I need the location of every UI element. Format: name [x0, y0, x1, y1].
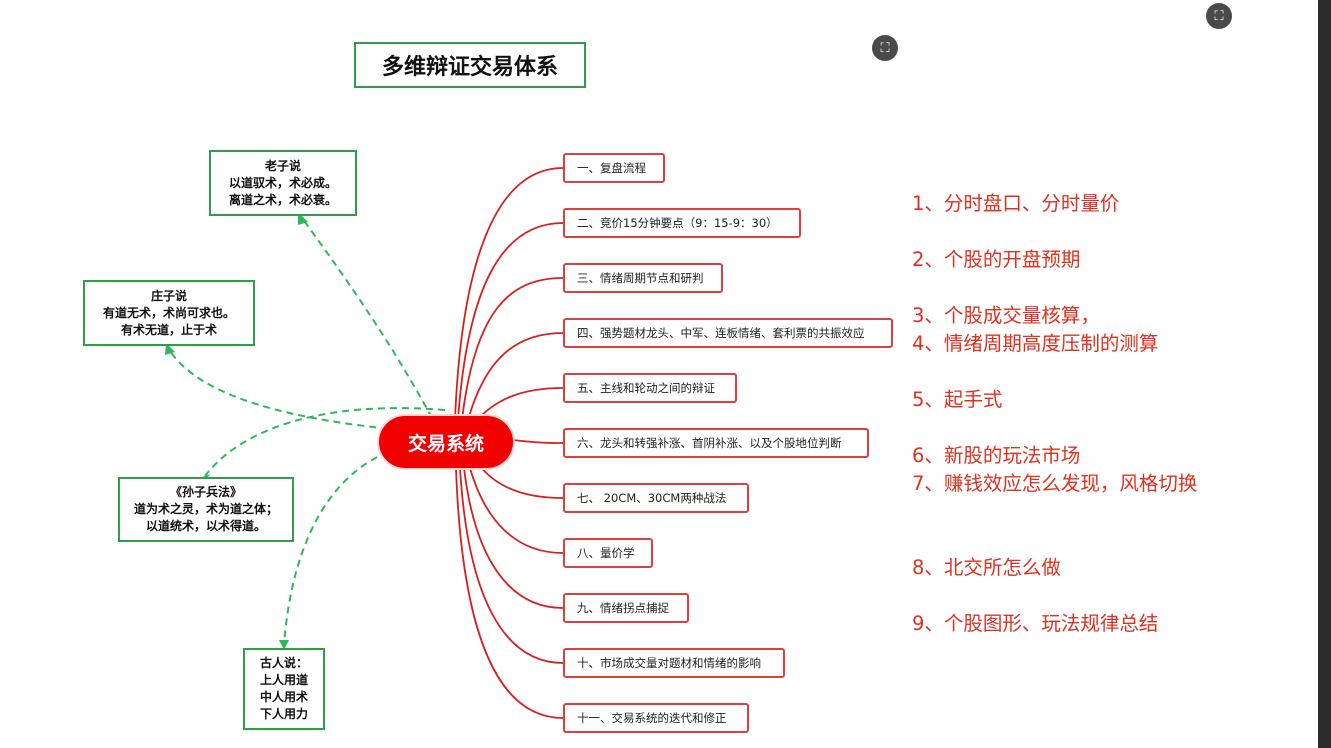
quote-line: 有道无术，术尚可求也。: [102, 305, 235, 320]
branch-lines: [454, 167, 564, 719]
branch-node-4: 四、强势题材龙头、中军、连板情绪、套利票的共振效应: [563, 318, 893, 348]
quote-line: 《孙子兵法》: [169, 485, 242, 499]
quote-line: 庄子说: [150, 288, 187, 303]
branch-node-3: 三、情绪周期节点和研判: [563, 263, 723, 293]
note-item: 6、新股的玩法市场: [912, 444, 1081, 467]
note-item: 3、个股成交量核算，: [912, 304, 1100, 327]
note-item: 9、个股图形、玩法规律总结: [912, 612, 1159, 635]
expand-image-icon[interactable]: ⛶: [1206, 3, 1232, 29]
note-item: 8、北交所怎么做: [912, 556, 1061, 579]
quote-line: 古人说：: [259, 656, 308, 670]
center-node: 交易系统: [379, 416, 513, 468]
branch-node-5: 五、主线和轮动之间的辩证: [563, 373, 737, 403]
note-item: 4、情绪周期高度压制的测算: [912, 332, 1159, 355]
branch-node-6: 六、龙头和转强补涨、首阴补涨、以及个股地位判断: [563, 428, 869, 458]
note-item: 2、个股的开盘预期: [912, 248, 1081, 271]
branch-node-8: 八、量价学: [563, 538, 653, 568]
quote-line: 离道之术，术必衰。: [228, 192, 337, 207]
quote-line: 下人用力: [259, 707, 308, 721]
quote-box-sunzi: 《孙子兵法》 道为术之灵，术为道之体； 以道统术，以术得道。: [118, 477, 294, 542]
quote-line: 上人用道: [259, 673, 308, 687]
quote-line: 中人用术: [259, 690, 308, 704]
window-edge: [1318, 0, 1331, 748]
branch-node-10: 十、市场成交量对题材和情绪的影响: [563, 648, 785, 678]
quote-box-ancients: 古人说： 上人用道 中人用术 下人用力: [243, 648, 325, 730]
quote-line: 老子说: [264, 158, 301, 173]
note-item: 7、赚钱效应怎么发现，风格切换: [912, 472, 1198, 495]
note-item: 1、分时盘口、分时量价: [912, 192, 1120, 215]
quote-box-laozi: 老子说 以道驭术，术必成。 离道之术，术必衰。: [209, 150, 357, 216]
branch-node-1: 一、复盘流程: [563, 153, 665, 183]
quote-line: 以道统术，以术得道。: [145, 519, 266, 533]
quote-line: 以道驭术，术必成。: [228, 175, 337, 190]
expand-image-icon[interactable]: ⛶: [872, 35, 898, 61]
branch-node-2: 二、竞价15分钟要点（9：15-9：30）: [563, 208, 801, 238]
arrow-heads: [165, 212, 308, 650]
branch-node-7: 七、 20CM、30CM两种战法: [563, 483, 749, 513]
quote-box-zhuangzi: 庄子说 有道无术，术尚可求也。 有术无道，止于术: [83, 280, 255, 346]
quote-line: 有术无道，止于术: [120, 322, 217, 337]
quote-links: [167, 217, 446, 647]
branch-node-11: 十一、交易系统的迭代和修正: [563, 703, 749, 733]
note-item: 5、起手式: [912, 388, 1003, 411]
quote-line: 道为术之灵，术为道之体；: [133, 502, 278, 516]
diagram-title: 多维辩证交易体系: [354, 42, 586, 88]
branch-node-9: 九、情绪拐点捕捉: [563, 593, 689, 623]
